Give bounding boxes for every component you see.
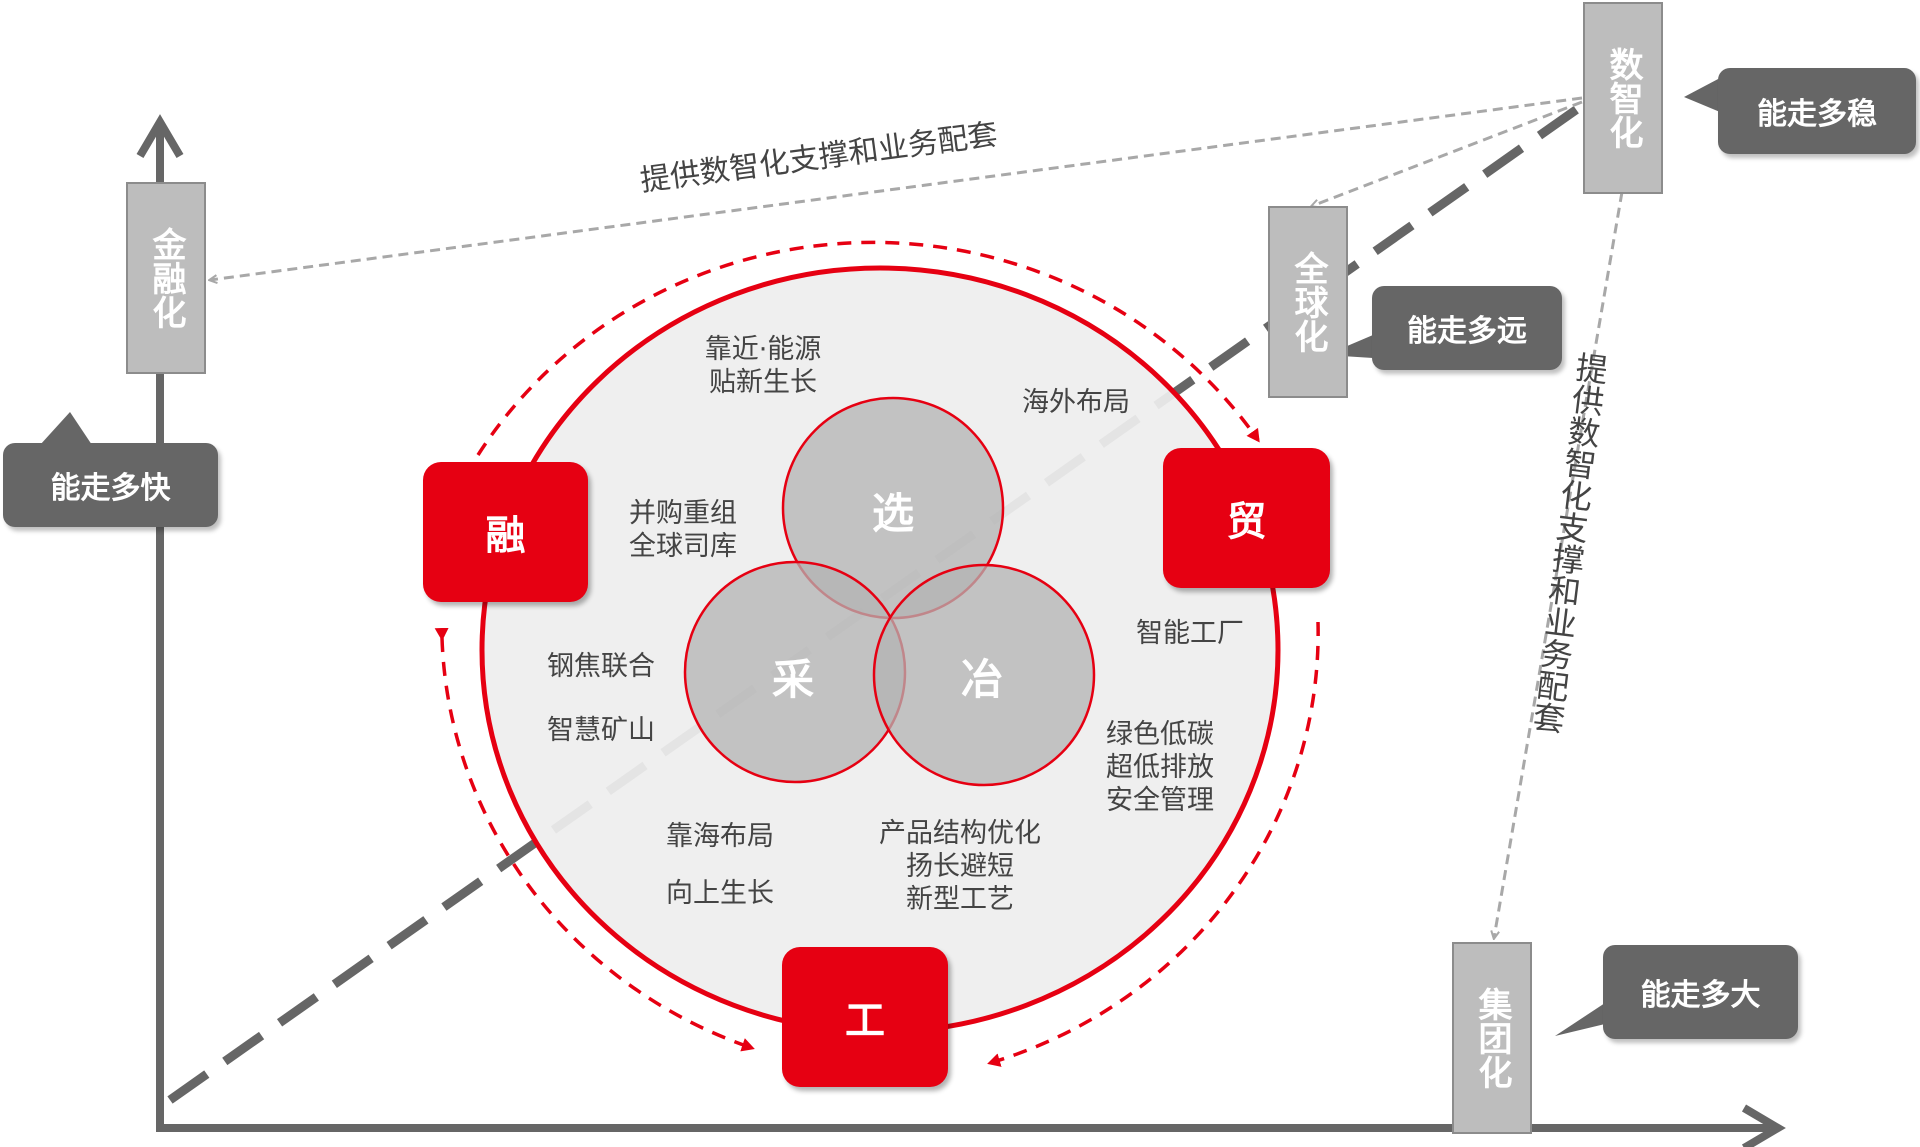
label-product-line1: 产品结构优化 xyxy=(879,818,1041,849)
label-energy-line1: 靠近·能源 xyxy=(704,334,822,365)
callout-pointer-stable xyxy=(1684,78,1720,112)
cycle-node-mao: 贸 xyxy=(1163,448,1330,588)
dimension-group: 集团化 xyxy=(1452,942,1532,1134)
growth-diagonal-dashed xyxy=(167,96,1593,1104)
support-arrow-to-group xyxy=(1494,191,1624,938)
label-coastal: 靠海布局 xyxy=(666,821,774,852)
callout-far: 能走多远 xyxy=(1372,286,1562,370)
cycle-arrow-left xyxy=(434,627,755,1052)
venn-label-xuan: 选 xyxy=(871,489,914,538)
arrow-up-icon xyxy=(136,114,184,159)
cycle-node-gong: 工 xyxy=(782,947,948,1087)
cycle-node-rong: 融 xyxy=(423,462,588,602)
label-green-line2: 超低排放 xyxy=(1106,752,1214,783)
callout-pointer-fast xyxy=(40,412,92,445)
dimension-finance-label: 金融化 xyxy=(146,227,186,329)
label-smart-factory: 智能工厂 xyxy=(1136,618,1244,649)
label-green-line3: 安全管理 xyxy=(1106,785,1214,816)
cycle-arrow-right xyxy=(987,621,1320,1067)
dimension-global: 全球化 xyxy=(1268,206,1348,398)
callout-pointer-big xyxy=(1555,1003,1605,1036)
label-smart-mine: 智慧矿山 xyxy=(547,715,655,746)
dimension-digital-label: 数智化 xyxy=(1603,47,1643,149)
label-upward: 向上生长 xyxy=(666,878,774,909)
label-product-line3: 新型工艺 xyxy=(906,884,1014,915)
label-green: 绿色低碳 超低排放 安全管理 xyxy=(1100,718,1220,817)
label-merger-line2: 全球司库 xyxy=(629,531,737,562)
label-energy: 靠近·能源 贴新生长 xyxy=(703,333,823,399)
dimension-digital: 数智化 xyxy=(1583,2,1663,194)
arrow-right-icon xyxy=(1741,1104,1786,1147)
support-text-diagonal: 提供数智化支撑和业务配套 xyxy=(638,117,1000,199)
label-green-line1: 绿色低碳 xyxy=(1106,719,1214,750)
venn-label-ye: 冶 xyxy=(960,655,1003,704)
dimension-finance: 金融化 xyxy=(126,182,206,374)
support-text-vertical: 提供数智化支撑和业务配套 xyxy=(1526,349,1611,736)
label-merger: 并购重组 全球司库 xyxy=(624,497,742,563)
support-arrow-to-finance xyxy=(210,96,1583,280)
label-merger-line1: 并购重组 xyxy=(629,498,737,529)
label-steel-coke: 钢焦联合 xyxy=(547,651,655,682)
dimension-global-label: 全球化 xyxy=(1288,251,1328,353)
venn-circle-ye xyxy=(872,563,1096,787)
cycle-arrow-top xyxy=(476,240,1260,456)
callout-fast: 能走多快 xyxy=(3,443,218,527)
venn-label-cai: 采 xyxy=(771,655,814,704)
dimension-group-label: 集团化 xyxy=(1472,987,1512,1089)
callout-stable: 能走多稳 xyxy=(1718,68,1916,154)
label-product: 产品结构优化 扬长避短 新型工艺 xyxy=(872,817,1048,916)
label-product-line2: 扬长避短 xyxy=(906,851,1014,882)
label-energy-line2: 贴新生长 xyxy=(709,367,817,398)
label-overseas: 海外布局 xyxy=(1022,387,1130,418)
callout-big: 能走多大 xyxy=(1603,945,1798,1039)
support-arrow-to-global xyxy=(1312,100,1583,206)
